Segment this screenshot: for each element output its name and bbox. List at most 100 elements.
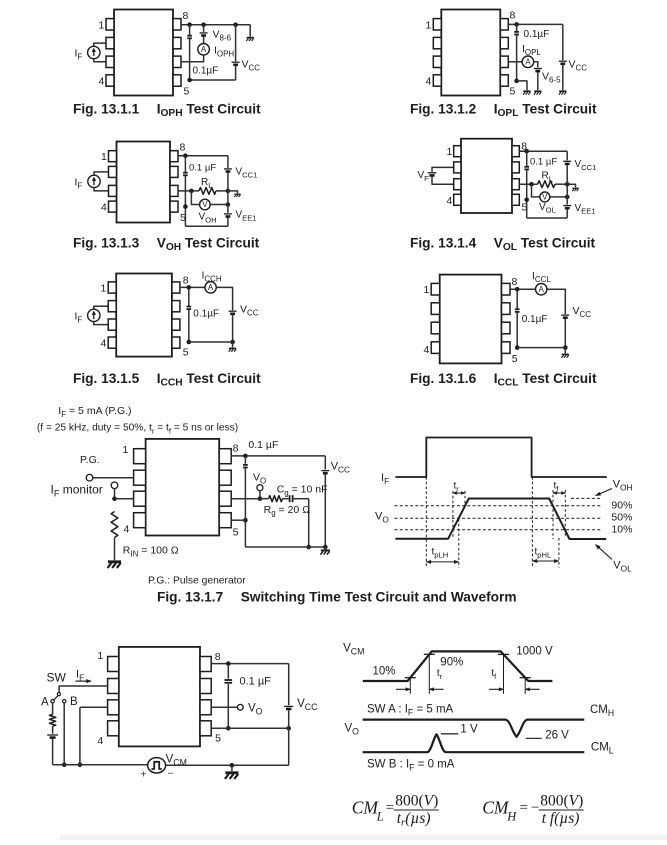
svg-text:Fig. 13.1.5 ICCH​ Test Circu: Fig. 13.1.5 ICCH​ Test Circuit [73, 371, 261, 389]
svg-text:VCC1​: VCC1​ [575, 159, 597, 172]
svg-text:8: 8 [180, 142, 186, 154]
svg-text:5: 5 [233, 527, 239, 539]
svg-text:1: 1 [123, 444, 129, 456]
svg-text:8: 8 [233, 443, 239, 455]
svg-text:VEE1​: VEE1​ [236, 210, 257, 223]
svg-text:P.G.: Pulse generator: P.G.: Pulse generator [148, 576, 246, 587]
svg-text:8: 8 [521, 141, 527, 153]
svg-text:A: A [539, 285, 545, 294]
svg-text:IF​: IF​ [75, 48, 83, 62]
svg-text:IF​: IF​ [75, 311, 83, 325]
svg-text:0.1µF: 0.1µF [524, 29, 550, 40]
svg-text:1000 V: 1000 V [516, 646, 553, 658]
svg-text:VCC​: VCC​ [240, 304, 259, 318]
svg-text:1: 1 [424, 284, 430, 296]
svg-text:tr(µs): tr(µs) [397, 810, 431, 829]
svg-text:VCC1​: VCC1​ [236, 167, 258, 180]
svg-text:8: 8 [183, 275, 189, 287]
svg-text:VCC​: VCC​ [569, 59, 588, 73]
svg-text:4: 4 [101, 338, 107, 350]
svg-text:Fig. 13.1.3 VOH​ Test Circui: Fig. 13.1.3 VOH​ Test Circuit [73, 236, 260, 254]
svg-text:tpLH​: tpLH​ [432, 547, 449, 560]
svg-text:A: A [208, 283, 214, 292]
svg-text:A: A [201, 45, 207, 54]
svg-text:1: 1 [447, 146, 453, 158]
svg-text:(f = 25 kHz, duty = 50%, tr​ =: (f = 25 kHz, duty = 50%, tr​ = tf​ = 5 n… [37, 423, 238, 436]
svg-text:IF​ monitor: IF​ monitor [51, 483, 103, 499]
svg-text:5: 5 [512, 353, 518, 365]
svg-text:VCM​: VCM​ [166, 754, 187, 768]
svg-text:1 V: 1 V [460, 724, 478, 736]
svg-text:IF​: IF​ [76, 669, 84, 683]
svg-text:RIN​ = 100 Ω: RIN​ = 100 Ω [123, 545, 179, 559]
svg-text:IF​ = 5 mA (P.G.): IF​ = 5 mA (P.G.) [58, 405, 131, 419]
svg-text:CMH​: CMH​ [590, 704, 614, 718]
svg-text:Fig. 13.1.7 Switching Time T: Fig. 13.1.7 Switching Time Test Circuit … [157, 590, 517, 605]
svg-text:26 V: 26 V [545, 730, 569, 742]
svg-text:0.1 µF: 0.1 µF [189, 163, 216, 174]
svg-text:VO​: VO​ [248, 703, 263, 717]
svg-text:VCC​: VCC​ [297, 698, 317, 712]
svg-text:VOL​: VOL​ [539, 202, 556, 215]
svg-text:VCC​: VCC​ [242, 59, 261, 73]
svg-text:5: 5 [510, 86, 516, 98]
svg-text:Cg​ = 10 nF: Cg​ = 10 nF [277, 484, 328, 498]
svg-text:V: V [202, 200, 208, 209]
svg-text:A: A [525, 57, 531, 66]
svg-text:tpHL​: tpHL​ [535, 547, 552, 560]
svg-text:1: 1 [426, 19, 432, 31]
svg-text:800(V): 800(V) [395, 793, 438, 810]
svg-text:SW: SW [47, 671, 67, 685]
svg-text:8: 8 [512, 276, 518, 288]
svg-text:ICCL​: ICCL​ [532, 270, 551, 284]
svg-text:B: B [70, 696, 78, 708]
svg-text:CML​: CML​ [591, 742, 614, 756]
svg-text:10%: 10% [611, 524, 632, 536]
svg-text:Fig. 13.1.1 IOPH​ Test Circu: Fig. 13.1.1 IOPH​ Test Circuit [73, 102, 261, 120]
svg-text:VOL​: VOL​ [613, 560, 632, 574]
svg-text:IOPL​: IOPL​ [522, 43, 541, 57]
svg-text:VO​: VO​ [345, 723, 360, 737]
svg-text:V: V [542, 193, 548, 202]
svg-text:VF​: VF​ [418, 170, 430, 183]
svg-text:4: 4 [447, 195, 453, 207]
svg-text:= −: = − [520, 800, 540, 816]
svg-text:0.1 µF: 0.1 µF [248, 439, 278, 451]
svg-text:Rg​ = 20 Ω: Rg​ = 20 Ω [264, 504, 311, 518]
svg-text:1: 1 [99, 19, 105, 31]
svg-text:1: 1 [97, 650, 103, 662]
svg-text:Fig. 13.1.4 VOL​ Test Circui: Fig. 13.1.4 VOL​ Test Circuit [410, 236, 596, 254]
svg-text:tf​: tf​ [554, 481, 560, 494]
svg-text:8: 8 [510, 10, 516, 22]
svg-text:1: 1 [101, 151, 107, 163]
svg-text:tf​: tf​ [491, 668, 497, 681]
svg-text:ICCH​: ICCH​ [202, 270, 222, 284]
svg-text:Fig. 13.1.2 IOPL​ Test Circu: Fig. 13.1.2 IOPL​ Test Circuit [410, 102, 597, 120]
svg-text:t f(µs): t f(µs) [542, 810, 580, 827]
svg-text:0.1µF: 0.1µF [193, 66, 219, 77]
svg-text:8: 8 [183, 10, 189, 22]
svg-text:=: = [386, 800, 394, 816]
svg-text:tr​: tr​ [437, 668, 443, 681]
svg-text:0.1µF: 0.1µF [193, 309, 219, 320]
svg-text:H: H [506, 810, 517, 824]
svg-text:VO​: VO​ [253, 472, 266, 486]
svg-text:5: 5 [183, 347, 189, 359]
svg-text:4: 4 [101, 202, 107, 214]
svg-text:VO​: VO​ [375, 511, 389, 525]
svg-text:90%: 90% [611, 500, 632, 512]
svg-text:0.1 µF: 0.1 µF [530, 157, 557, 168]
svg-text:VCC​: VCC​ [573, 305, 592, 319]
svg-text:4: 4 [99, 76, 105, 88]
svg-text:−: − [168, 769, 174, 780]
svg-text:Fig. 13.1.6 ICCL​ Test Circu: Fig. 13.1.6 ICCL​ Test Circuit [410, 371, 597, 389]
svg-text:P.G.: P.G. [80, 454, 100, 466]
svg-text:tr​: tr​ [454, 481, 460, 494]
svg-text:VOH​: VOH​ [613, 479, 633, 493]
svg-text:+: + [141, 770, 147, 781]
svg-text:V6-5​: V6-5​ [542, 71, 561, 85]
svg-text:5: 5 [215, 733, 221, 745]
svg-text:VCM​: VCM​ [343, 643, 364, 657]
svg-text:4: 4 [426, 76, 432, 88]
svg-text:800(V): 800(V) [540, 793, 583, 810]
